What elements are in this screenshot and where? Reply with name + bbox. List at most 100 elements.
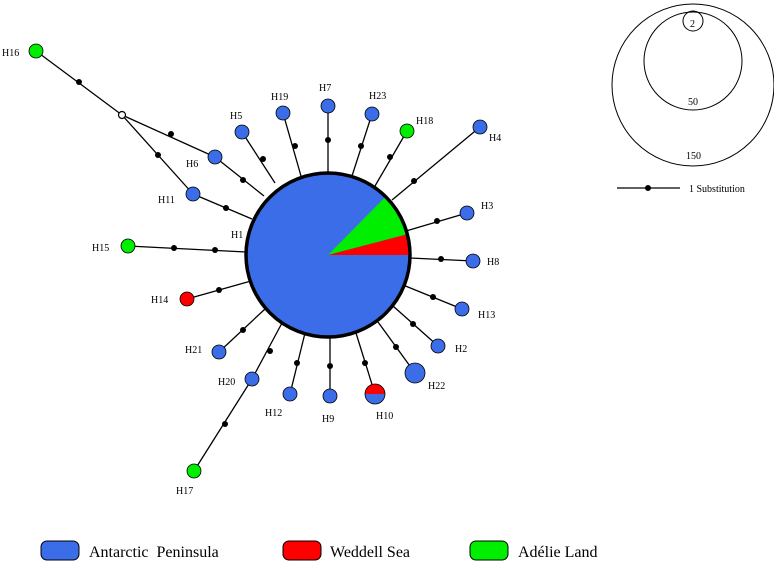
h10-outline <box>364 383 386 405</box>
label-h1: H1 <box>231 230 243 241</box>
haplotype-node-h20 <box>244 371 260 387</box>
haplotype-node-h10 <box>364 383 386 405</box>
haplotype-node-h13 <box>454 301 470 317</box>
haplotype-labels: H16 H6 H11 H1 H5 H19 H7 H23 H18 H4 H3 H8… <box>2 48 501 497</box>
haplotype-node-h4 <box>472 119 488 135</box>
haplotype-node-h8 <box>465 253 481 269</box>
haplotype-node-h11 <box>185 186 201 202</box>
mutation-step <box>260 156 266 162</box>
edge-median-h6 <box>121 114 216 158</box>
substitution-scale-label: 1 Substitution <box>689 184 745 195</box>
legend-label-weddell-sea: Weddell Sea <box>330 544 410 561</box>
edge-h15-h1 <box>127 245 247 253</box>
mutation-step <box>168 131 174 137</box>
edge-h19-h1 <box>282 112 302 177</box>
label-h2: H2 <box>455 344 467 355</box>
mutation-step <box>362 360 368 366</box>
mutation-step <box>393 344 399 350</box>
haplotype-node-h12 <box>282 386 298 402</box>
label-h4: H4 <box>489 133 501 144</box>
legend-label-antarctic-peninsula: Antarctic Peninsula <box>89 544 219 561</box>
legend-item-antarctic-peninsula: Antarctic Peninsula <box>40 540 219 561</box>
median-vector-node <box>117 110 127 120</box>
scale-circle-2 <box>682 10 704 32</box>
haplotype-node-h2 <box>430 338 446 354</box>
mutation-step <box>240 177 246 183</box>
label-h3: H3 <box>481 201 493 212</box>
haplotype-node-h23 <box>364 106 380 122</box>
label-h5: H5 <box>230 111 242 122</box>
mutation-step <box>171 245 177 251</box>
haplotype-node-h17 <box>186 463 202 479</box>
label-h13: H13 <box>478 310 495 321</box>
h1-pie-slice-weddell-sea <box>328 234 410 255</box>
mutation-step <box>430 294 436 300</box>
haplotype-node-h1 <box>244 171 412 339</box>
label-h12: H12 <box>265 408 282 419</box>
label-h19: H19 <box>271 92 288 103</box>
mutation-step <box>294 360 300 366</box>
legend-item-adelie-land: Adélie Land <box>469 540 598 561</box>
mutation-step <box>325 137 331 143</box>
mutation-step <box>410 321 416 327</box>
label-h23: H23 <box>369 91 386 102</box>
scale-label-50: 50 <box>688 97 698 108</box>
mutation-step <box>155 152 161 158</box>
label-h18: H18 <box>416 116 433 127</box>
label-h16: H16 <box>2 48 19 59</box>
legend-label-adelie-land: Adélie Land <box>518 544 598 561</box>
mutation-step <box>222 421 228 427</box>
haplotype-node-h18 <box>399 123 415 139</box>
haplotype-node-h9 <box>322 388 338 404</box>
population-legend: Antarctic Peninsula Weddell Sea Adélie L… <box>40 540 598 561</box>
mutation-step <box>434 218 440 224</box>
label-h6: H6 <box>186 159 198 170</box>
label-h15: H15 <box>92 243 109 254</box>
label-h8: H8 <box>487 257 499 268</box>
scale-circle-150 <box>611 3 774 167</box>
label-h11: H11 <box>158 195 175 206</box>
mutation-step <box>292 143 298 149</box>
label-h21: H21 <box>185 345 202 356</box>
haplotype-node-h5 <box>234 124 250 140</box>
mutation-steps <box>76 79 444 427</box>
haplotype-node-h19 <box>275 105 291 121</box>
haplotype-node-h16 <box>28 43 44 59</box>
mutation-step <box>411 178 417 184</box>
mutation-step <box>240 327 246 333</box>
size-scale: 150 50 2 1 Substitution <box>611 3 774 195</box>
label-h10: H10 <box>376 411 393 422</box>
edge-h6-h1 <box>214 156 265 197</box>
edge-h5-h1 <box>241 131 276 184</box>
label-h17: H17 <box>176 486 193 497</box>
legend-item-weddell-sea: Weddell Sea <box>282 540 410 561</box>
mutation-step <box>212 247 218 253</box>
mutation-step <box>216 287 222 293</box>
haplotype-node-h6 <box>207 149 223 165</box>
haplotype-nodes <box>28 43 488 479</box>
edge-h11-h1 <box>192 193 253 220</box>
h10-half-antarctic-peninsula <box>365 394 385 404</box>
haplotype-node-h15 <box>120 238 136 254</box>
label-h9: H9 <box>322 414 334 425</box>
haplotype-node-h21 <box>211 344 227 360</box>
h10-half-weddell-sea <box>365 384 385 394</box>
haplotype-node-h7 <box>320 98 336 114</box>
scale-label-150: 150 <box>686 151 701 162</box>
haplotype-node-h22 <box>404 362 426 384</box>
h1-outline <box>244 171 412 339</box>
label-h14: H14 <box>151 295 168 306</box>
mutation-step <box>358 143 364 149</box>
haplotype-node-h3 <box>459 205 475 221</box>
substitution-scale-dot <box>645 185 651 191</box>
scale-circle-50 <box>643 11 743 111</box>
label-h20: H20 <box>218 377 235 388</box>
edge-h4-h1 <box>391 126 481 201</box>
mutation-step <box>387 154 393 160</box>
scale-label-2: 2 <box>690 19 695 30</box>
h1-pie-slice-adelie-land <box>328 196 408 255</box>
mutation-step <box>223 205 229 211</box>
label-h22: H22 <box>428 381 445 392</box>
